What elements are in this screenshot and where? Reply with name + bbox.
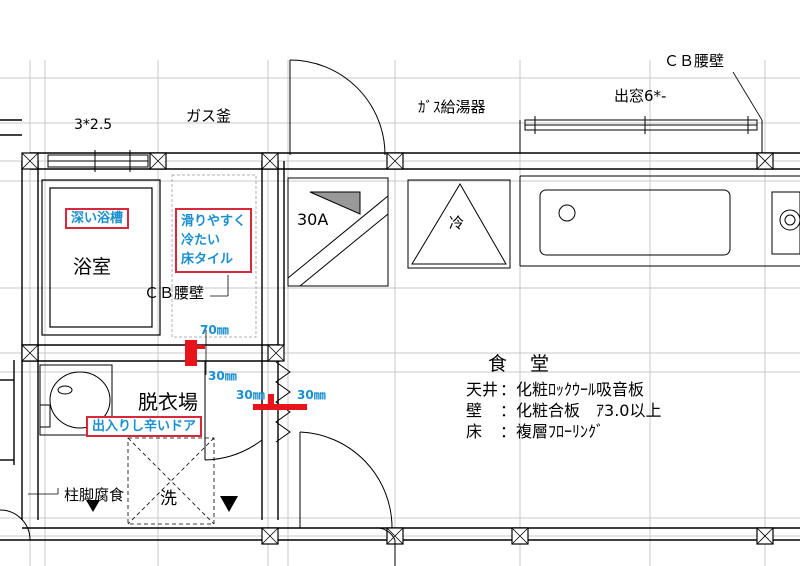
washer-pan xyxy=(127,437,215,525)
cb-wall-top-label: ＣＢ腰壁 xyxy=(664,52,725,70)
fridge-label: 冷 xyxy=(449,214,465,232)
hard-door-annotation: 出入りし辛いドア xyxy=(86,416,203,437)
dining-spec-row: 壁：化粧合板 ｱ3.0以上 xyxy=(466,401,662,420)
bathroom-label: 浴室 xyxy=(73,256,112,278)
dimension-70mm: 70㎜ xyxy=(200,323,229,337)
zigzag-symbol xyxy=(275,361,291,443)
pillar-rot-label: 柱脚腐食 xyxy=(64,486,125,504)
spec-value: 化粧合板 ｱ3.0以上 xyxy=(516,401,662,420)
walls xyxy=(0,119,800,541)
fridge xyxy=(407,179,511,269)
tile-annotation-line: 床タイル xyxy=(181,252,234,267)
step-marker-bath xyxy=(185,340,197,366)
washbasin xyxy=(39,364,113,436)
tile-annotation-line: 冷たい xyxy=(181,233,221,248)
dining-title: 食 堂 xyxy=(488,353,552,375)
bathtub xyxy=(41,179,161,336)
gas-heater-label: ｶﾞｽ給湯器 xyxy=(418,98,486,116)
columns xyxy=(21,152,774,545)
dimension-30mm-right: 30㎜ xyxy=(297,388,326,402)
step-marker-dining xyxy=(253,404,307,410)
cb-wall-bath-label: ＣＢ腰壁 xyxy=(144,284,205,302)
dining-spec: 天井：化粧ﾛｯｸｳｰﾙ吸音板 壁：化粧合板 ｱ3.0以上 床：複層ﾌﾛｰﾘﾝｸﾞ xyxy=(466,379,661,442)
tile-annotation-line: 滑りやすく xyxy=(181,214,247,229)
gas-boiler-label: ガス釜 xyxy=(186,107,232,125)
step-marker-dining-lip xyxy=(268,394,274,406)
kitchen-counter xyxy=(519,175,800,267)
tile-annotation: 滑りやすく 冷たい 床タイル xyxy=(175,208,253,273)
windows xyxy=(47,116,763,172)
dining-spec-row: 床：複層ﾌﾛｰﾘﾝｸﾞ xyxy=(466,422,605,441)
deep-tub-annotation: 深い浴槽 xyxy=(65,208,130,229)
doors xyxy=(0,59,396,566)
column-crosses xyxy=(21,152,774,545)
pillar-rot-markers xyxy=(86,496,238,512)
breaker-panel xyxy=(309,191,361,215)
breaker-label: 30A xyxy=(297,210,329,229)
bay-window-label: 出窓6*- xyxy=(614,87,667,105)
spec-value: 複層ﾌﾛｰﾘﾝｸﾞ xyxy=(516,422,605,441)
dimension-30mm-left: 30㎜ xyxy=(236,388,265,402)
dressing-room-label: 脱衣場 xyxy=(138,390,198,414)
spec-key: 壁 xyxy=(466,401,483,420)
spec-key: 天井 xyxy=(466,380,499,399)
spec-value: 化粧ﾛｯｸｳｰﾙ吸音板 xyxy=(516,380,645,399)
closet xyxy=(287,177,389,287)
spec-key: 床 xyxy=(466,422,483,441)
step-marker-bath-lip xyxy=(197,345,205,349)
wash-label: 洗 xyxy=(160,489,177,509)
leader-lines xyxy=(28,71,763,495)
dimension-label-3x25: 3*2.5 xyxy=(74,117,113,133)
bath-floor-area xyxy=(171,174,257,338)
dimension-30mm-bath: 30㎜ xyxy=(208,369,237,383)
dining-spec-row: 天井：化粧ﾛｯｸｳｰﾙ吸音板 xyxy=(466,380,645,399)
grid-lines xyxy=(0,60,800,566)
